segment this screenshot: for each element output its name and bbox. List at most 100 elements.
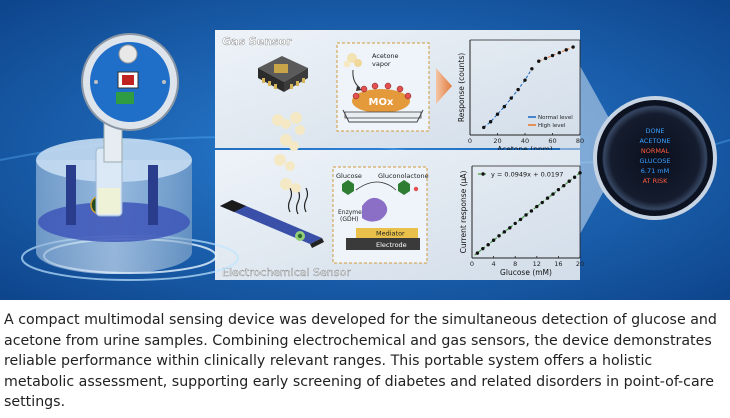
data-point (491, 238, 496, 242)
legend-label: Normal level (538, 115, 573, 121)
data-point (545, 196, 550, 200)
data-point (530, 67, 534, 71)
data-point (513, 221, 517, 226)
support-rod-right (148, 165, 158, 225)
data-point (475, 251, 480, 255)
gas-arrow-icon (436, 68, 452, 104)
display-screen: DONE ACETONE NORMAL GLUCOSE 6.71 mM AT R… (593, 96, 717, 220)
y-axis-label: Response (counts) (457, 53, 466, 122)
display-line-risk: AT RISK (643, 177, 669, 185)
fit-equation: y = 0.0949x + 0.0197 (491, 171, 563, 179)
x-tick-label: 20 (493, 137, 501, 145)
data-point (486, 242, 490, 247)
data-point (551, 192, 555, 196)
legend-marker (481, 172, 485, 176)
data-point (524, 213, 528, 217)
vapor-arrow-icon (352, 69, 361, 89)
data-point (540, 200, 544, 205)
data-point (567, 179, 571, 183)
x-tick-label: 80 (576, 137, 584, 145)
screw-right-icon (162, 80, 166, 84)
data-point (497, 234, 501, 238)
x-tick-label: 12 (533, 260, 541, 268)
x-tick-label: 4 (492, 260, 496, 268)
display-line-done: DONE (645, 127, 664, 135)
data-point (543, 56, 548, 61)
legend-label: High level (538, 123, 566, 129)
connector-module (116, 92, 134, 104)
gas-sensor-chip (258, 56, 308, 92)
x-tick-label: 16 (554, 260, 562, 268)
urine-sample (98, 188, 120, 214)
mediator-label: Mediator (376, 230, 405, 238)
x-axis-label: Glucose (mM) (500, 268, 552, 277)
electrode-layer (346, 238, 420, 250)
series-line (483, 68, 533, 128)
data-point (550, 53, 555, 58)
vapor-molecule-icon (343, 53, 362, 68)
data-point (482, 125, 486, 130)
data-point (509, 96, 513, 100)
reaction-arrow-icon (355, 181, 397, 191)
display-face (602, 105, 708, 211)
figure-caption: A compact multimodal sensing device was … (4, 312, 717, 410)
data-point (502, 230, 507, 234)
data-point (557, 51, 562, 55)
electrode-label: Electrode (376, 241, 407, 249)
display-line-acetone: ACETONE (639, 137, 670, 145)
data-point (518, 217, 523, 222)
data-point (488, 120, 493, 124)
x-axis-label: Acetone (ppm) (497, 145, 553, 154)
mox-substrate (344, 111, 422, 119)
data-point (572, 175, 577, 179)
rising-vapor-arrows-icon (287, 187, 309, 215)
data-point (556, 187, 561, 192)
x-tick-label: 60 (548, 137, 556, 145)
oxygen-atom-icon (413, 186, 419, 192)
vapor-arrowhead-icon (356, 86, 362, 91)
vapor-clouds-icon (272, 112, 305, 193)
display-line-glucose: GLUCOSE (640, 157, 671, 165)
gas-panel-title: Gas Sensor (222, 35, 292, 48)
glucose-molecule-icon (342, 180, 354, 195)
data-point (571, 45, 575, 49)
mox-label: MOx (369, 97, 394, 108)
x-tick-label: 20 (576, 260, 584, 268)
display-line-normal: NORMAL (641, 147, 670, 155)
data-point (495, 112, 500, 116)
gluconolactone-molecule-icon (398, 180, 410, 195)
enzyme-icon (362, 197, 388, 222)
enzyme-label: Enzyme(GDH) (338, 209, 362, 223)
chip-core (122, 75, 134, 85)
x-tick-label: 8 (513, 260, 517, 268)
y-axis-label: Current response (μA) (459, 171, 468, 254)
mox-layer (352, 89, 410, 113)
support-rod-left (66, 165, 76, 225)
data-point (516, 87, 520, 92)
sensing-device (21, 33, 239, 281)
data-point (481, 246, 485, 251)
test-strip (220, 200, 324, 248)
data-point (502, 104, 507, 109)
data-point (564, 48, 568, 52)
x-tick-label: 40 (521, 137, 529, 145)
glucose-label: Glucose (336, 172, 362, 180)
gluconolactone-label: Gluconolactone (378, 172, 429, 180)
x-tick-label: 0 (470, 260, 474, 268)
mediator-layer (356, 228, 418, 238)
screw-left-icon (94, 80, 98, 84)
data-point (529, 209, 534, 213)
display-line-value: 6.71 mM (641, 167, 669, 175)
electro-panel-title: Electrochemical Sensor (222, 266, 351, 279)
oxygen-ion-icons (352, 82, 412, 100)
mox-electrode-outline (342, 109, 424, 123)
data-point (537, 59, 541, 63)
data-point (523, 78, 527, 82)
data-point (562, 183, 566, 188)
buzzer-icon (118, 44, 138, 64)
